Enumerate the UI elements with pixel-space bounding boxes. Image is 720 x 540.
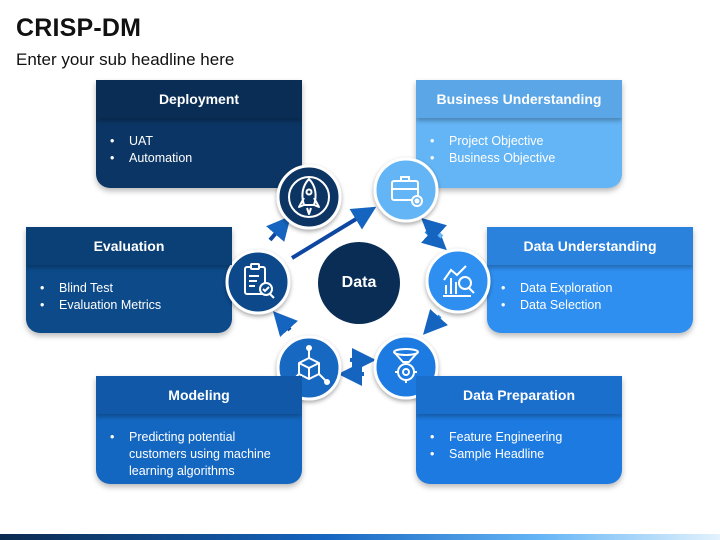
data-preparation-list: Feature Engineering Sample Headline [416, 414, 622, 463]
business-understanding-card: Business Understanding Project Objective… [416, 80, 622, 188]
deployment-list: UAT Automation [96, 118, 302, 167]
business-understanding-node [373, 157, 439, 223]
list-item: Data Selection [501, 297, 683, 314]
page-subtitle: Enter your sub headline here [16, 50, 235, 69]
evaluation-list: Blind Test Evaluation Metrics [26, 265, 232, 314]
data-understanding-card: Data Understanding Data Exploration Data… [487, 227, 693, 333]
list-item: Sample Headline [430, 446, 612, 463]
list-item: Data Exploration [501, 280, 683, 297]
evaluation-card: Evaluation Blind Test Evaluation Metrics [26, 227, 232, 333]
list-item: Feature Engineering [430, 429, 612, 446]
briefcase-gear-icon [391, 176, 423, 207]
list-item: Blind Test [40, 280, 222, 297]
list-item: Automation [110, 150, 292, 167]
arrow-understanding-to-preparation [422, 309, 448, 335]
list-item: Evaluation Metrics [40, 297, 222, 314]
modeling-title: Modeling [96, 376, 302, 414]
bottom-accent-bar [0, 534, 720, 540]
page-title: CRISP-DM [16, 14, 142, 42]
arrow-data-to-business [290, 206, 377, 260]
evaluation-node [225, 249, 291, 315]
data-understanding-node [425, 248, 491, 314]
flow-arrows [266, 206, 448, 386]
evaluation-title: Evaluation [26, 227, 232, 265]
data-understanding-list: Data Exploration Data Selection [487, 265, 693, 314]
funnel-gear-icon [393, 348, 419, 383]
business-understanding-list: Project Objective Business Objective [416, 118, 622, 167]
business-understanding-title: Business Understanding [416, 80, 622, 118]
deployment-card: Deployment UAT Automation [96, 80, 302, 188]
center-data-label: Data [318, 242, 400, 324]
checklist-magnifier-icon [244, 263, 275, 299]
arrow-modeling-to-evaluation [272, 311, 298, 337]
deployment-title: Deployment [96, 80, 302, 118]
chart-magnifier-icon [443, 265, 475, 297]
list-item: Project Objective [430, 133, 612, 150]
data-understanding-title: Data Understanding [487, 227, 693, 265]
modeling-list: Predicting potential customers using mac… [96, 414, 302, 480]
data-preparation-card: Data Preparation Feature Engineering Sam… [416, 376, 622, 484]
cube-network-icon [288, 345, 330, 385]
list-item: Predicting potential customers using mac… [110, 429, 286, 480]
data-preparation-title: Data Preparation [416, 376, 622, 414]
arrow-understanding-to-business [421, 217, 447, 243]
arrow-evaluation-to-deployment [266, 215, 291, 242]
list-item: Business Objective [430, 150, 612, 167]
deployment-node [276, 164, 342, 230]
modeling-card: Modeling Predicting potential customers … [96, 376, 302, 484]
rocket-icon [288, 176, 330, 218]
list-item: UAT [110, 133, 292, 150]
